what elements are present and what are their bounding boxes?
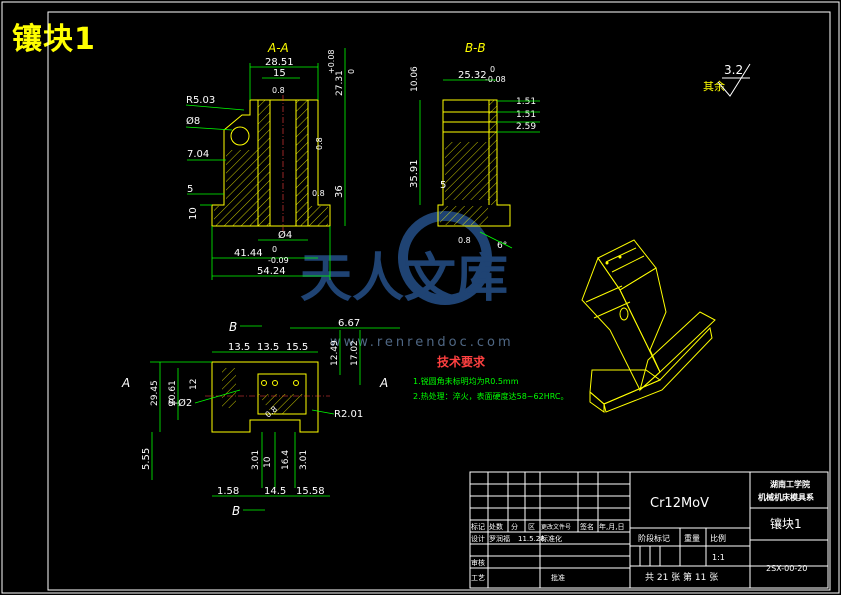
- part-name: 镶块1: [770, 516, 802, 531]
- review-label: 审核: [471, 558, 485, 567]
- school-line-1: 湖南工学院: [770, 479, 810, 489]
- design-date: 11.5.28: [518, 535, 545, 543]
- section-label-bb: B-B: [465, 41, 486, 55]
- notes-line-2: 2.热处理：淬火，表面硬度达58~62HRC。: [413, 391, 568, 401]
- title-block: Cr12MoV 湖南工学院 机械机床模具系 镶块1 2SX-00-20 阶段标记…: [469, 471, 829, 589]
- dim-text: 1.58: [217, 486, 239, 497]
- dim-text: 10: [263, 456, 273, 468]
- dim-text: Ø4: [278, 229, 292, 241]
- view-a-a: A-A 28.51 15 0.8 27.31 +0.08 0: [185, 41, 356, 280]
- dim-text: 54.24: [257, 266, 286, 277]
- tb-row1-col5: 更改文件号: [541, 523, 571, 531]
- dim-text: 36: [334, 185, 345, 198]
- notes-title: 技术要求: [437, 354, 486, 369]
- tb-row1-col6: 签名: [580, 522, 594, 531]
- dim-text: 20.61: [168, 380, 178, 406]
- dim-text: 0.8: [312, 189, 325, 198]
- dim-text: 3.01: [299, 450, 309, 470]
- drawing-number: 2SX-00-20: [766, 564, 807, 573]
- dim-text: R5.03: [186, 95, 215, 106]
- section-label-b-top: B: [229, 320, 237, 334]
- dim-text: 9-Ø2: [168, 397, 192, 409]
- dim-text: 10.06: [410, 66, 420, 92]
- inner-border: [47, 11, 831, 591]
- technical-requirements: 技术要求 1.锐圆角未标明均为R0.5mm 2.热处理：淬火，表面硬度达58~6…: [413, 354, 568, 401]
- design-label: 设计: [471, 534, 485, 543]
- dim-text: 13.5: [257, 342, 279, 353]
- dim-text: 28.51: [265, 57, 294, 68]
- dim-text: 16.4: [281, 450, 291, 470]
- dim-text: 0.8: [315, 137, 324, 150]
- approve-label: 批准: [551, 573, 565, 582]
- dim-text: Ø8: [186, 115, 200, 127]
- dim-text: 35.91: [409, 159, 420, 188]
- dim-text: 15: [273, 68, 286, 79]
- tb-row1-col1: 标记: [471, 522, 485, 531]
- section-label-a-right: A: [379, 376, 388, 390]
- dim-text: +0.08: [327, 49, 336, 74]
- dim-text: 6°: [497, 241, 507, 251]
- designer-name: 罗润福: [489, 534, 510, 543]
- dim-text: 0: [490, 65, 495, 74]
- dim-text: 15.58: [296, 486, 325, 497]
- sheet-info: 共 21 张 第 11 张: [645, 571, 718, 583]
- view-b-b: B-B 10.06 25.32 0 -0.08 1.51 1.51 2.59 3…: [409, 41, 540, 251]
- school-line-2: 机械机床模具系: [758, 492, 814, 502]
- dim-text: 0: [272, 245, 277, 254]
- watermark: 天人文库 www.renrendoc.com: [300, 211, 514, 350]
- watermark-url: www.renrendoc.com: [330, 335, 514, 350]
- material-text: Cr12MoV: [650, 496, 709, 511]
- drawing-title: 镶块1: [12, 22, 96, 57]
- dim-text: 1.51: [516, 110, 536, 120]
- surface-finish-label: 其余: [703, 79, 725, 93]
- watermark-text: 天人文库: [300, 249, 508, 309]
- dim-text: 5.55: [141, 448, 152, 470]
- dim-text: -0.09: [268, 256, 289, 265]
- dim-text: 0: [347, 69, 356, 74]
- dim-text: 27.31: [335, 70, 345, 96]
- process-label: 工艺: [471, 574, 485, 582]
- weight-label: 重量: [684, 533, 700, 543]
- notes-line-1: 1.锐圆角未标明均为R0.5mm: [413, 376, 519, 386]
- dim-text: 10: [188, 207, 199, 220]
- scale-label: 比例: [710, 533, 726, 543]
- dim-text: 25.32: [458, 70, 487, 81]
- dim-text: 6.67: [338, 318, 360, 329]
- dim-text: 0.8: [458, 236, 471, 245]
- std-label: 标准化: [541, 534, 562, 543]
- dim-text: 17.02: [350, 340, 360, 366]
- dim-text: R2.01: [334, 409, 363, 420]
- dim-text: 13.5: [228, 342, 250, 353]
- dim-text: 3.01: [251, 450, 261, 470]
- dim-text: 5: [187, 184, 193, 195]
- section-label-aa: A-A: [267, 41, 289, 55]
- isometric-view: [581, 239, 716, 413]
- section-label-a-left: A: [121, 376, 130, 390]
- tb-row1-col3: 分: [511, 522, 518, 531]
- dim-text: 2.59: [516, 122, 536, 132]
- section-label-b-bottom: B: [232, 504, 240, 518]
- surface-finish-value: 3.2: [724, 63, 743, 77]
- dim-text: -0.08: [485, 75, 506, 84]
- tb-row1-col2: 处数: [489, 522, 503, 531]
- dim-text: 14.5: [264, 486, 286, 497]
- surface-finish-symbol: 其余 3.2: [703, 63, 751, 97]
- dim-text: 1.51: [516, 97, 536, 107]
- dim-text: 29.45: [150, 380, 160, 406]
- dim-text: 7.04: [187, 149, 209, 160]
- dim-text: 12: [189, 379, 199, 390]
- dim-text: 5: [440, 180, 446, 191]
- dim-text: 12.49: [330, 340, 340, 366]
- dim-text: 0.8: [272, 86, 285, 95]
- dim-text: 15.5: [286, 342, 308, 353]
- tb-row1-col7: 年,月,日: [599, 522, 624, 531]
- dim-text: 41.44: [234, 248, 263, 259]
- stage-label: 阶段标记: [638, 533, 670, 543]
- tb-row1-col4: 区: [528, 523, 535, 531]
- view-top: B B A A 6.67 13.5 13.5 15.5 12.49 17.02: [121, 318, 400, 518]
- scale-value: 1:1: [712, 553, 725, 562]
